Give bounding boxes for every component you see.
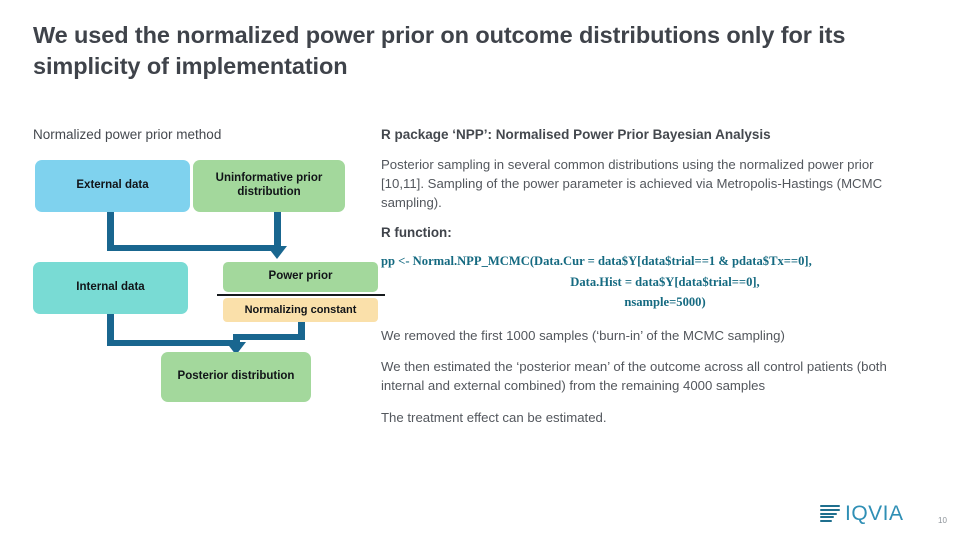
right-column: R package ‘NPP’: Normalised Power Prior … bbox=[381, 127, 911, 441]
note-burn-in: We removed the first 1000 samples (‘burn… bbox=[381, 327, 785, 343]
iqvia-logo-text: IQVIA bbox=[845, 502, 904, 525]
note-posterior-mean: We then estimated the ‘posterior mean’ o… bbox=[381, 359, 887, 394]
diagram-box-external-data: External data bbox=[35, 160, 190, 212]
left-column: Normalized power prior method bbox=[33, 127, 373, 149]
diagram-box-normalizing-constant: Normalizing constant bbox=[223, 298, 378, 322]
left-column-heading: Normalized power prior method bbox=[33, 127, 222, 142]
diagram-box-posterior-distribution: Posterior distribution bbox=[161, 352, 311, 402]
iqvia-bars-icon bbox=[820, 505, 840, 522]
note-treatment-effect: The treatment effect can be estimated. bbox=[381, 409, 607, 425]
r-package-heading: R package ‘NPP’: Normalised Power Prior … bbox=[381, 127, 771, 142]
connector-fraction-left bbox=[233, 334, 305, 340]
r-function-label: R function: bbox=[381, 225, 452, 241]
r-package-description: Posterior sampling in several common dis… bbox=[381, 157, 883, 210]
arrowhead-to-posterior bbox=[226, 342, 246, 355]
arrowhead-to-power-prior bbox=[267, 246, 287, 259]
connector-external-right bbox=[107, 245, 280, 251]
connector-internal-right bbox=[107, 340, 239, 346]
connector-external-down bbox=[107, 212, 114, 248]
diagram-box-uninformative-prior: Uninformative prior distribution bbox=[193, 160, 345, 212]
page-number: 10 bbox=[938, 516, 947, 525]
code-line-2: Data.Hist = data$Y[data$trial==0], bbox=[570, 274, 760, 289]
connector-fraction-down bbox=[298, 322, 305, 340]
power-prior-flow-diagram: External data Uninformative prior distri… bbox=[33, 156, 385, 421]
connector-uninformative-down bbox=[274, 212, 281, 254]
iqvia-logo: IQVIA bbox=[820, 503, 904, 524]
page-title: We used the normalized power prior on ou… bbox=[33, 22, 846, 79]
code-line-3: nsample=5000) bbox=[624, 295, 706, 310]
code-line-1: pp <- Normal.NPP_MCMC(Data.Cur = data$Y[… bbox=[381, 254, 812, 269]
r-code-block: pp <- Normal.NPP_MCMC(Data.Cur = data$Y[… bbox=[381, 251, 911, 312]
diagram-box-internal-data: Internal data bbox=[33, 262, 188, 314]
fraction-bar bbox=[217, 294, 385, 296]
connector-internal-down bbox=[107, 314, 114, 346]
diagram-box-power-prior: Power prior bbox=[223, 262, 378, 292]
